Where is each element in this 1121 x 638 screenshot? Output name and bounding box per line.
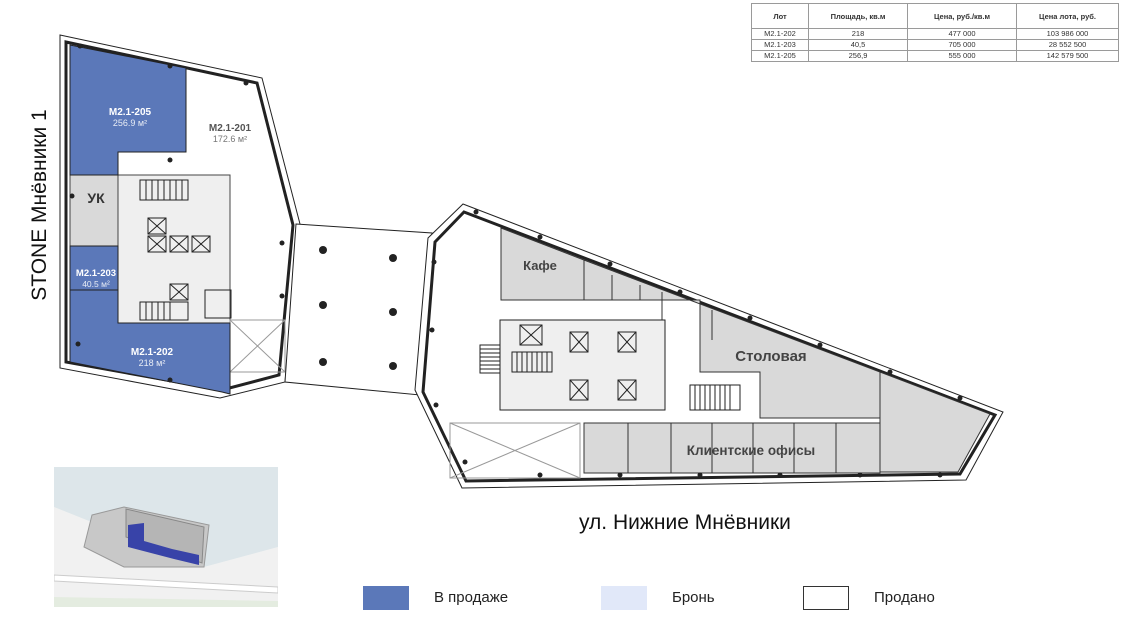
table-cell: M2.1-202 — [751, 28, 809, 40]
legend-for-sale-swatch — [363, 586, 409, 610]
table-row: M2.1-203 40,5 705 000 28 552 500 — [751, 39, 1119, 51]
table-cell: 142 579 500 — [1016, 50, 1119, 62]
legend-reserved-swatch — [601, 586, 647, 610]
minimap-highlight — [128, 523, 199, 565]
table-row: M2.1-205 256,9 555 000 142 579 500 — [751, 50, 1119, 62]
unit-labels: M2.1-205 256.9 м² M2.1-201 172.6 м² УК M… — [76, 107, 815, 458]
table-header: Лот — [751, 3, 809, 29]
table-cell: 218 — [808, 28, 908, 40]
unit-m2-1-201-area: 172.6 м² — [213, 134, 247, 144]
table-header-row: Лот Площадь, кв.м Цена, руб./кв.м Цена л… — [751, 3, 1119, 29]
right-building — [414, 203, 1004, 489]
unit-m2-1-203-name: M2.1-203 — [76, 268, 116, 279]
location-minimap — [54, 467, 278, 607]
table-cell: 705 000 — [907, 39, 1017, 51]
table-row: M2.1-202 218 477 000 103 986 000 — [751, 28, 1119, 40]
table-header: Цена, руб./кв.м — [907, 3, 1017, 29]
table-cell: 28 552 500 — [1016, 39, 1119, 51]
table-cell: M2.1-205 — [751, 50, 809, 62]
room-uk-label: УК — [87, 190, 105, 206]
unit-m2-1-201-name: M2.1-201 — [209, 123, 252, 134]
unit-m2-1-205-area: 256.9 м² — [113, 118, 147, 128]
room-cafe-label: Кафе — [523, 258, 557, 273]
table-cell: 477 000 — [907, 28, 1017, 40]
room-canteen-label: Столовая — [735, 348, 806, 365]
legend-reserved-label: Бронь — [672, 589, 715, 606]
unit-m2-1-205-shape[interactable] — [69, 44, 187, 176]
unit-m2-1-202-area: 218 м² — [139, 358, 166, 368]
unit-m2-1-202-name: M2.1-202 — [131, 347, 174, 358]
table-header: Площадь, кв.м — [808, 3, 908, 29]
table-header: Цена лота, руб. — [1016, 3, 1119, 29]
legend-sold-label: Продано — [874, 589, 935, 606]
legend-sold-swatch — [803, 586, 849, 610]
connector-gallery — [284, 223, 433, 396]
unit-m2-1-203-shape[interactable] — [69, 245, 119, 291]
unit-m2-1-202-shape[interactable] — [69, 289, 231, 395]
street-label: ул. Нижние Мнёвники — [579, 511, 791, 534]
legend-for-sale-label: В продаже — [434, 589, 509, 606]
table-cell: 555 000 — [907, 50, 1017, 62]
price-table: Лот Площадь, кв.м Цена, руб./кв.м Цена л… — [751, 3, 1119, 62]
unit-m2-1-205-name: M2.1-205 — [109, 107, 152, 118]
left-building — [59, 34, 301, 399]
building-label: STONE Мнёвники 1 — [28, 109, 51, 301]
table-cell: M2.1-203 — [751, 39, 809, 51]
table-cell: 40,5 — [808, 39, 908, 51]
table-cell: 256,9 — [808, 50, 908, 62]
minimap-drawing — [54, 467, 278, 607]
room-client-offices-label: Клиентские офисы — [687, 443, 815, 458]
unit-m2-1-203-area: 40.5 м² — [82, 279, 110, 289]
table-cell: 103 986 000 — [1016, 28, 1119, 40]
